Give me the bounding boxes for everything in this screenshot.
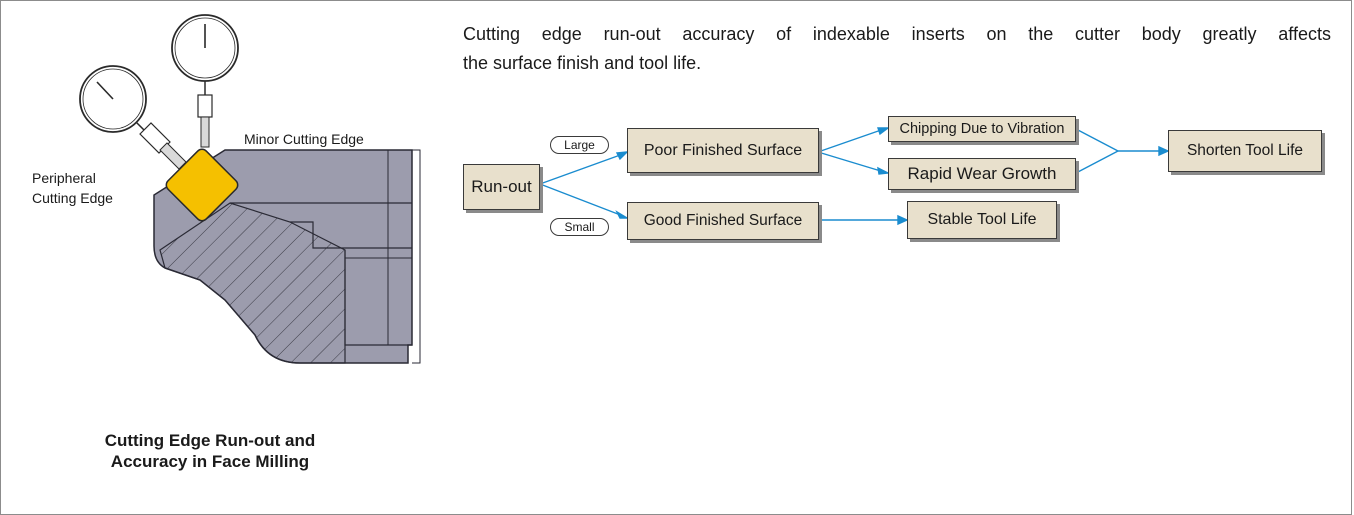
figure-caption: Cutting Edge Run-out and Accuracy in Fac… (60, 430, 360, 472)
runout-box: Run-out (463, 164, 540, 210)
good-finished-surface-box: Good Finished Surface (627, 202, 819, 240)
chipping-box: Chipping Due to Vibration (888, 116, 1076, 142)
poor-finished-surface-box: Poor Finished Surface (627, 128, 819, 173)
dial-gauge-angled (79, 65, 187, 170)
caption-line2: Accuracy in Face Milling (110, 452, 310, 471)
peripheral-cutting-edge-label-line1: Peripheral (32, 170, 96, 186)
stable-tool-life-box: Stable Tool Life (907, 201, 1057, 239)
rapid-wear-box: Rapid Wear Growth (888, 158, 1076, 190)
intro-line1: Cutting edge run-out accuracy of indexab… (463, 24, 1331, 44)
caption-line1: Cutting Edge Run-out and (104, 431, 316, 450)
peripheral-cutting-edge-label-line2: Cutting Edge (32, 190, 113, 206)
small-pill: Small (550, 218, 609, 236)
insert (165, 148, 239, 222)
intro-line2: the surface finish and tool life. (463, 53, 702, 73)
large-pill: Large (550, 136, 609, 154)
shorten-tool-life-box: Shorten Tool Life (1168, 130, 1322, 172)
intro-paragraph: Cutting edge run-out accuracy of indexab… (463, 20, 1331, 78)
dial-gauge-vertical (171, 14, 239, 148)
flow-arrows (539, 127, 1170, 226)
minor-cutting-edge-label: Minor Cutting Edge (244, 131, 364, 147)
